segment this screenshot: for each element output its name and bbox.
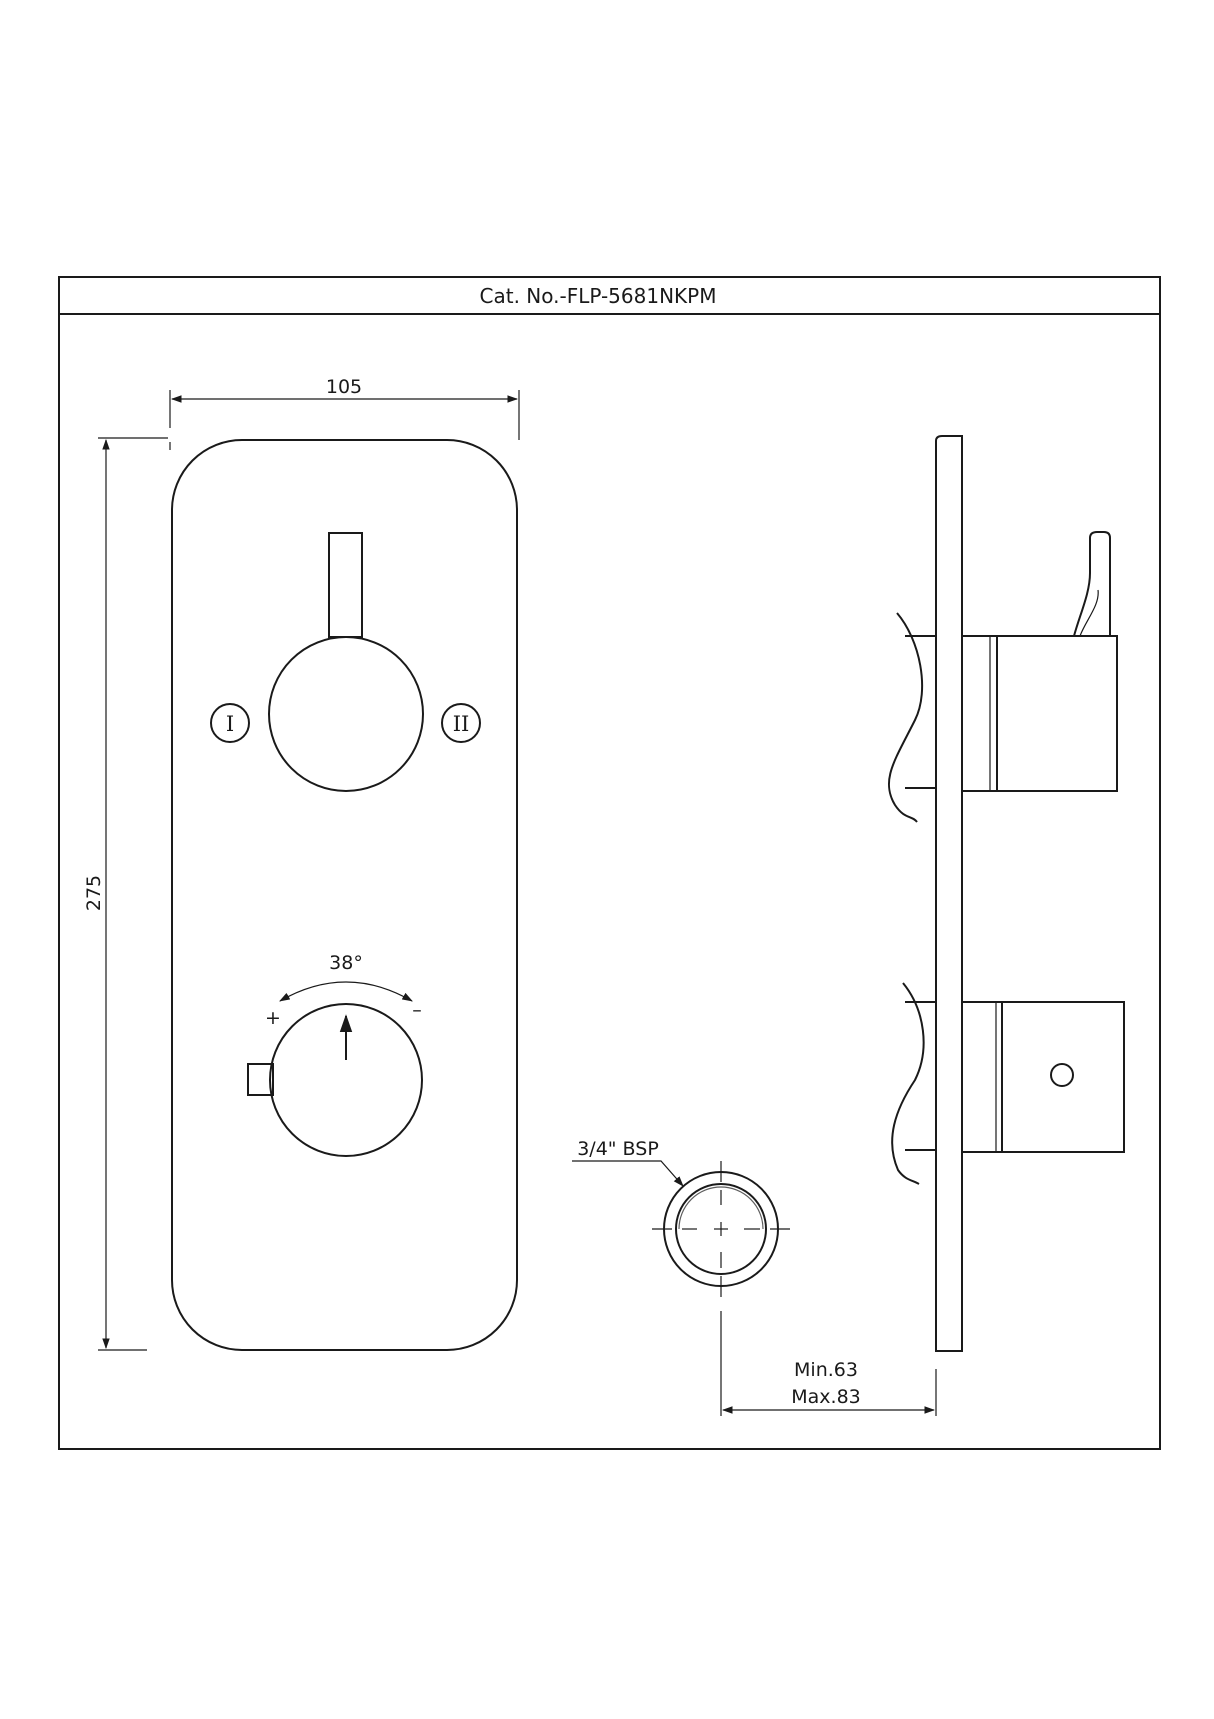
wall-break-upper — [887, 612, 924, 823]
cover-plate — [171, 439, 518, 1351]
thread-size-label: 3/4" BSP — [577, 1138, 659, 1160]
height-value: 275 — [83, 875, 105, 911]
angle-arc — [279, 981, 413, 1002]
position-marker-I — [210, 703, 250, 743]
diverter-knob — [268, 636, 424, 792]
thermostat-stop-tab — [247, 1063, 274, 1096]
angle-value: 38° — [329, 952, 363, 974]
width-dimension: 105 — [169, 376, 520, 440]
plate-side-profile — [935, 435, 963, 1352]
pipe-inner — [675, 1183, 767, 1275]
pipe-connection-view: 3/4" BSP — [572, 1138, 790, 1416]
position-label-II: II — [453, 712, 470, 736]
thermostat-knob — [269, 1003, 423, 1157]
plus-sign: + — [265, 1007, 281, 1029]
width-value: 105 — [326, 376, 362, 398]
diverter-body — [996, 635, 1118, 792]
diverter-body-collar — [961, 635, 998, 792]
diverter-control: I II — [210, 532, 481, 792]
depth-min-label: Min.63 — [794, 1359, 858, 1381]
minus-sign: – — [412, 999, 422, 1021]
height-dimension: 275 — [83, 437, 171, 1351]
thermostat-indicator — [1050, 1063, 1074, 1087]
diverter-lever-side — [1073, 531, 1111, 637]
depth-max-label: Max.83 — [791, 1386, 861, 1408]
wall-break-lower — [891, 982, 925, 1185]
catalog-number: Cat. No.-FLP-5681NKPM — [480, 284, 717, 308]
position-label-I: I — [226, 712, 234, 736]
side-view: Min.63 Max.83 — [721, 435, 1125, 1416]
diverter-lever — [328, 532, 363, 638]
thermostat-body — [1001, 1001, 1125, 1153]
drawing-frame — [58, 276, 1161, 1450]
position-marker-II — [441, 703, 481, 743]
front-view: 105 275 I II 38° + – — [83, 376, 520, 1351]
thermostat-control: 38° + – — [247, 952, 423, 1157]
